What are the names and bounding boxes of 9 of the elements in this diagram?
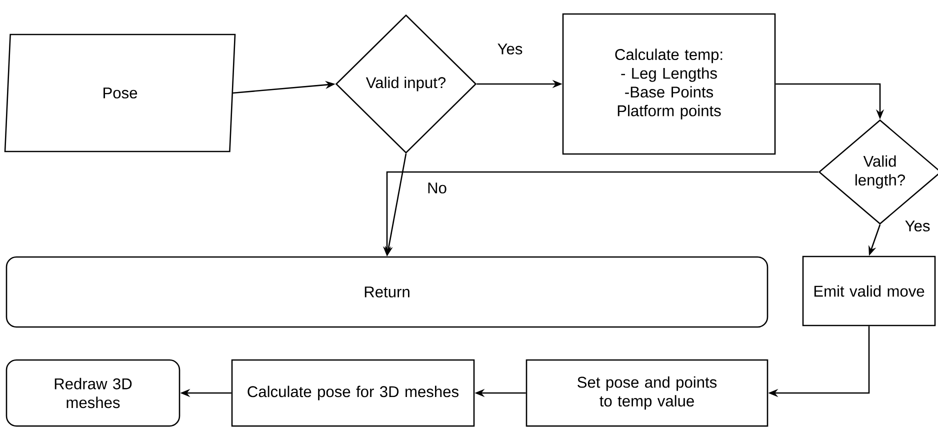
process-box: Calculate temp: - Leg Lengths -Base Points Platform points	[562, 13, 776, 155]
edge-label: No	[428, 182, 446, 194]
input-parallelogram: Pose	[4, 34, 236, 152]
process-box: Emit valid move	[802, 256, 936, 326]
terminal-box: Redraw 3D meshes	[6, 359, 180, 427]
process-box: Calculate pose for 3D meshes	[231, 359, 475, 427]
terminal-box: Return	[6, 256, 768, 328]
process-box: Set pose and points to temp value	[526, 359, 768, 427]
edge-label: Yes	[498, 44, 522, 54]
